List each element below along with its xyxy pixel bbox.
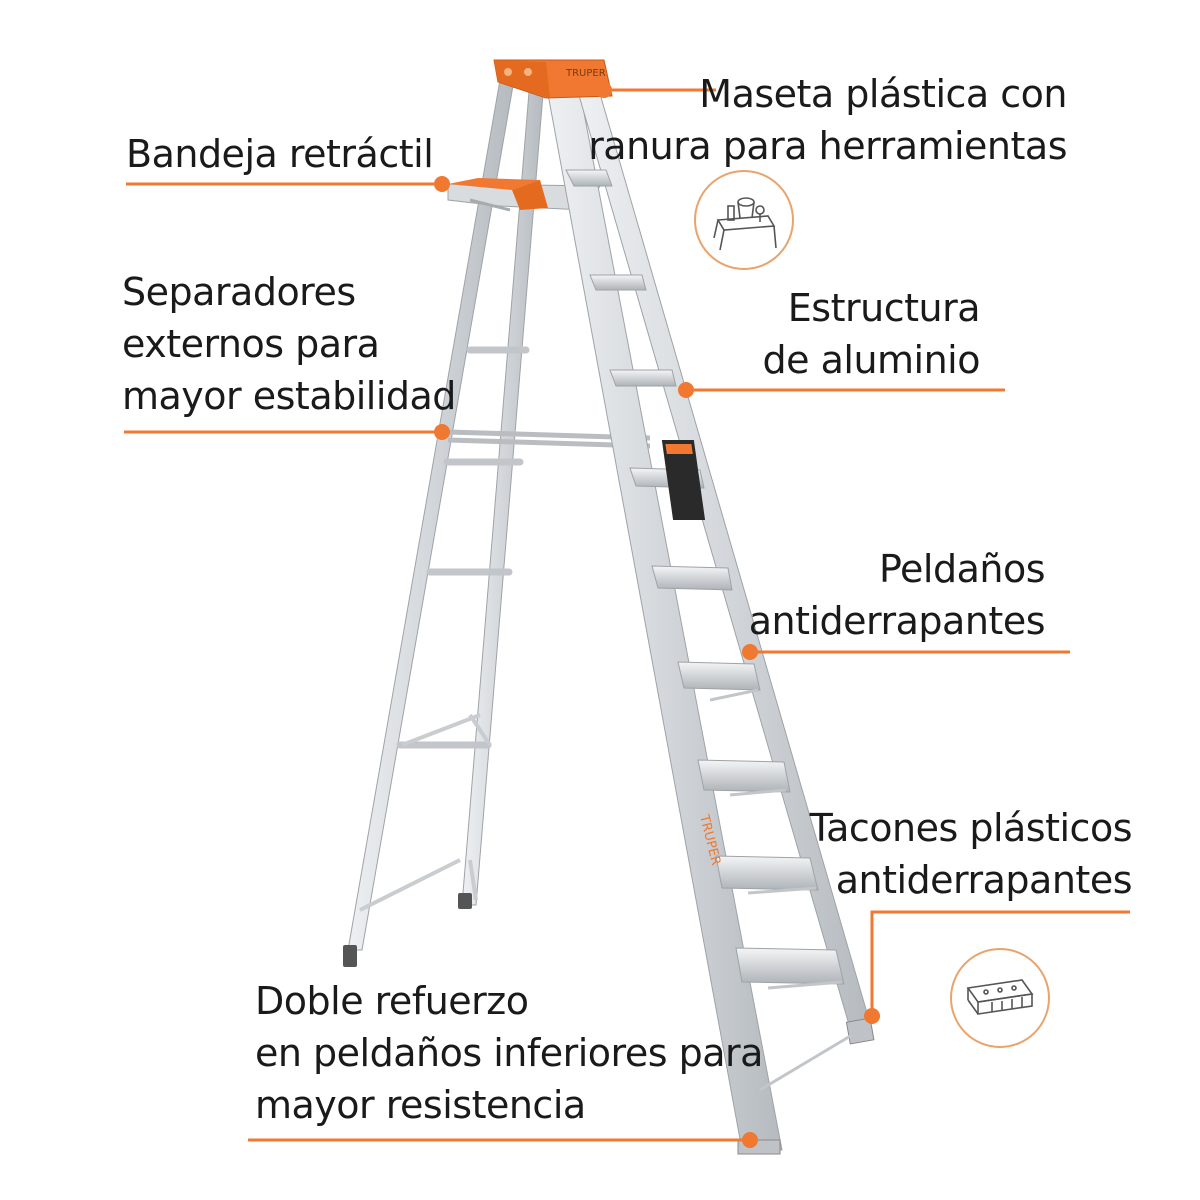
callout-doble-line2: en peldaños inferiores para <box>255 1031 763 1075</box>
callout-doble-line3: mayor resistencia <box>255 1083 586 1127</box>
safety-label <box>661 440 706 520</box>
callout-peldanos-line1: Peldaños <box>878 547 1046 591</box>
rear-frame <box>343 79 545 967</box>
step-reinforcements <box>709 688 853 1092</box>
callout-separadores-text: Separadores externos para mayor estabili… <box>122 266 456 422</box>
callout-separadores-line1: Separadores <box>122 270 356 314</box>
plastic-foot-icon <box>950 948 1050 1048</box>
callout-maseta-text: Maseta plástica con ranura para herramie… <box>588 68 1067 172</box>
rear-foot-left <box>343 945 357 967</box>
retractable-tray <box>447 178 601 212</box>
callout-leaders <box>124 88 1130 1142</box>
rear-left-leg <box>347 79 515 951</box>
callout-separadores-line3: mayor estabilidad <box>122 374 456 418</box>
callout-tacones-line2: antiderrapantes <box>835 858 1133 902</box>
brand-on-cap: TRUPER <box>565 68 606 79</box>
callout-peldanos-text: Peldaños antiderrapantes <box>748 543 1046 647</box>
leader-tacones <box>870 910 1130 1016</box>
callout-doble-line1: Doble refuerzo <box>255 979 529 1023</box>
tool-tray-icon <box>694 170 794 270</box>
callout-separadores-line2: externos para <box>122 322 380 366</box>
callout-tacones-text: Tacones plásticos antiderrapantes <box>809 802 1133 906</box>
callout-estructura-line2: de aluminio <box>762 338 981 382</box>
callout-estructura-text: Estructura de aluminio <box>762 282 981 386</box>
callout-dots <box>434 82 880 1148</box>
top-cap <box>493 59 613 99</box>
callout-estructura-line1: Estructura <box>787 286 981 330</box>
callout-bandeja-line1: Bandeja retráctil <box>126 132 434 176</box>
callout-tacones-line1: Tacones plásticos <box>809 806 1133 850</box>
callout-maseta-line2: ranura para herramientas <box>588 124 1067 168</box>
rear-foot-right <box>458 893 472 909</box>
callout-peldanos-line2: antiderrapantes <box>748 599 1046 643</box>
callout-maseta-line1: Maseta plástica con <box>699 72 1067 116</box>
rear-diagonals <box>359 713 492 912</box>
callout-bandeja-text: Bandeja retráctil <box>126 128 434 180</box>
callout-doble-text: Doble refuerzo en peldaños inferiores pa… <box>255 975 763 1131</box>
front-foot-right <box>845 1017 875 1045</box>
steps <box>565 169 845 985</box>
